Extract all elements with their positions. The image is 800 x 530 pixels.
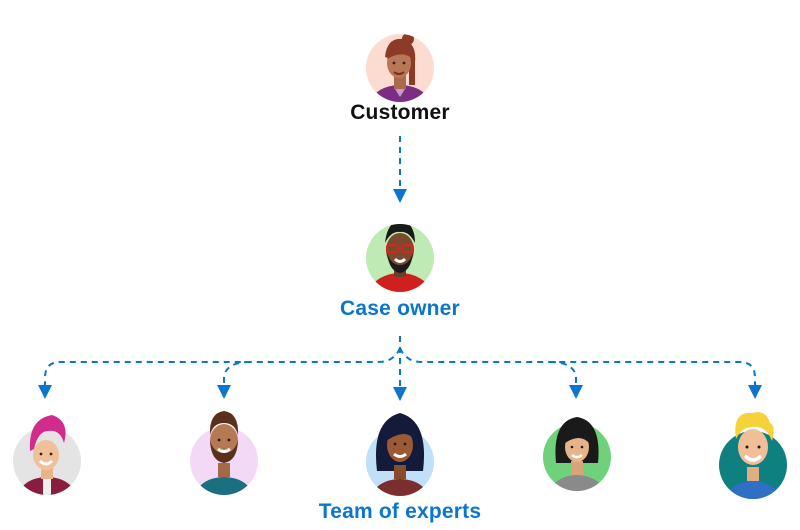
expert-5-avatar [718, 411, 788, 501]
expert-2-avatar [189, 411, 259, 495]
owner-to-expert-5-arrow [549, 361, 583, 399]
team-label: Team of experts [318, 500, 482, 523]
expert-1-avatar [12, 413, 82, 497]
owner-to-expert-1-arrow [38, 347, 401, 399]
expert-3-avatar [365, 411, 435, 497]
case-owner-avatar [365, 223, 435, 293]
case-owner-label: Case owner [340, 297, 460, 320]
expert-4-avatar [542, 411, 612, 495]
customer-avatar [365, 33, 435, 103]
customer-label: Customer [350, 101, 450, 124]
owner-to-expert-4-arrow [399, 347, 762, 399]
owner-to-expert-2-arrow [217, 361, 251, 399]
